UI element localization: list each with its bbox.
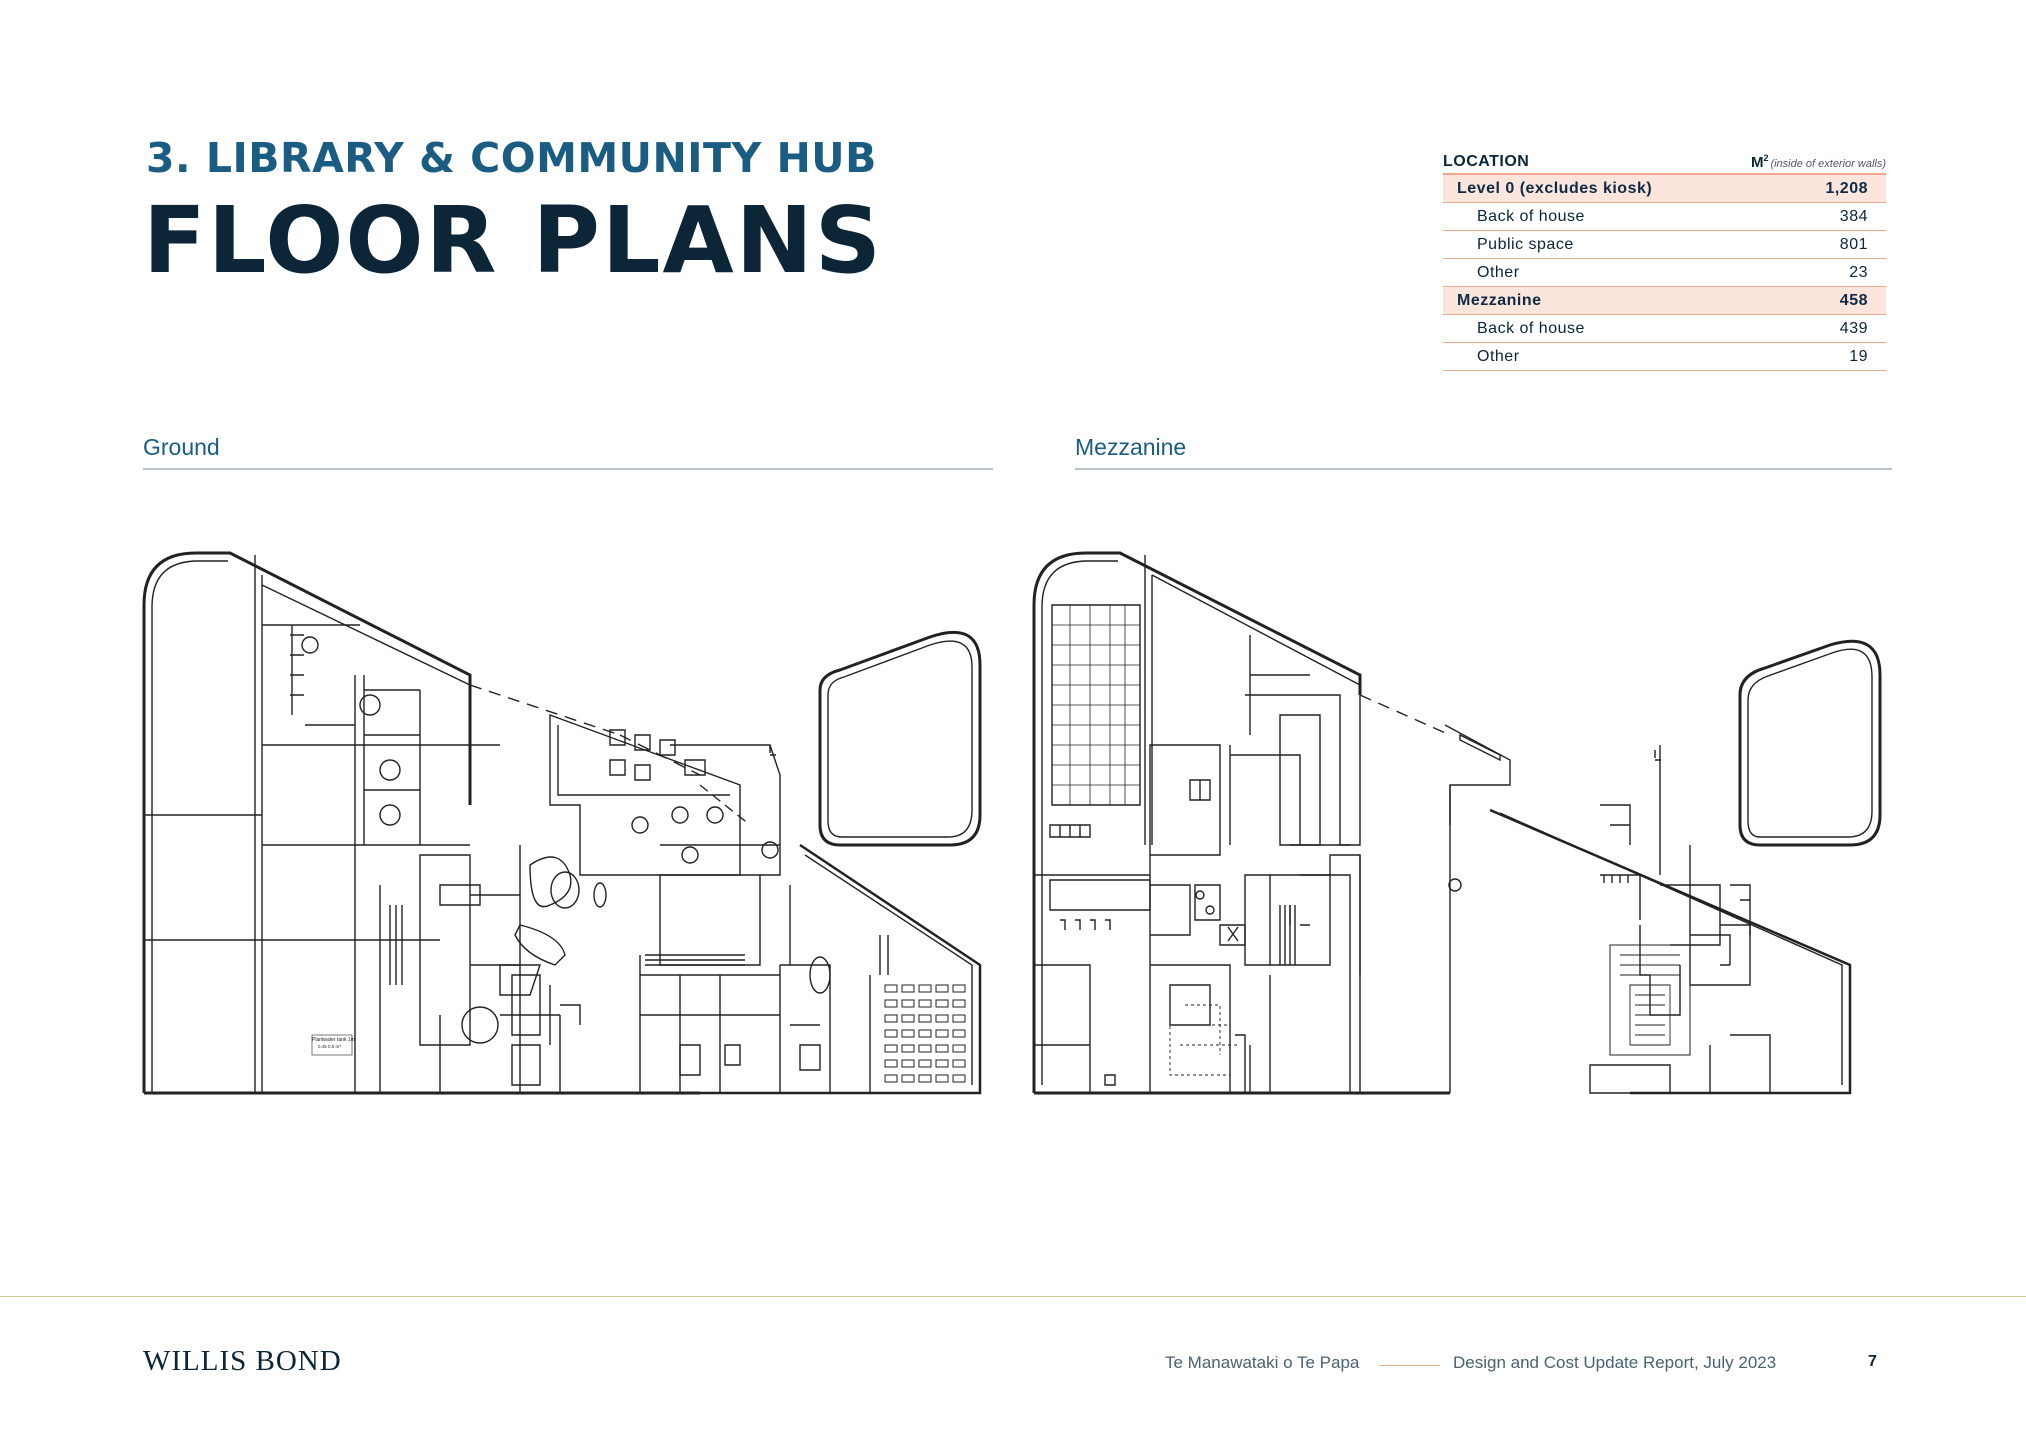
brand-logo: WILLIS BOND [143,1345,342,1377]
footer-separator-line [1380,1365,1440,1366]
row-label: Other [1477,263,1520,281]
row-label: Other [1477,347,1520,365]
page-number: 7 [1868,1353,1877,1370]
table-row: Other 19 [1443,343,1886,371]
row-value: 19 [1849,347,1868,365]
row-value: 1,208 [1825,179,1868,197]
row-value: 23 [1849,263,1868,281]
mezzanine-plan-label: Mezzanine [1075,434,1187,460]
table-row-level0: Level 0 (excludes kiosk) 1,208 [1443,175,1886,203]
area-note: (inside of exterior walls) [1770,158,1886,170]
mezzanine-floor-plan [1032,551,1882,1095]
plant-room-label: Plantwater tank 1m [312,1037,355,1043]
report-name: Design and Cost Update Report, July 2023 [1453,1353,1777,1372]
section-subtitle: 3. LIBRARY & COMMUNITY HUB [146,134,877,182]
mezzanine-divider [1075,468,1892,470]
area-unit-superscript: 2 [1763,153,1769,163]
area-column-header: M2(inside of exterior walls) [1751,153,1886,171]
ground-divider [143,468,993,470]
footer-divider [0,1296,2026,1297]
row-value: 801 [1839,235,1868,253]
row-value: 439 [1839,319,1868,337]
table-row: Public space 801 [1443,231,1886,259]
row-label: Public space [1477,235,1574,253]
project-name: Te Manawataki o Te Papa [1165,1353,1360,1372]
row-label: Mezzanine [1457,291,1542,309]
page-title: FLOOR PLANS [143,187,883,294]
row-value: 384 [1839,207,1868,225]
table-header: LOCATION M2(inside of exterior walls) [1443,145,1886,175]
table-row-mezzanine: Mezzanine 458 [1443,287,1886,315]
table-row: Other 23 [1443,259,1886,287]
plant-room-sublabel: 0.45 0.5 m³ [318,1044,341,1049]
area-unit: M [1750,154,1764,171]
table-row: Back of house 384 [1443,203,1886,231]
ground-plan-label: Ground [143,434,220,460]
row-value: 458 [1839,291,1868,309]
table-row: Back of house 439 [1443,315,1886,343]
area-table: LOCATION M2(inside of exterior walls) Le… [1443,145,1886,371]
ground-floor-plan: Plantwater tank 1m 0.45 0.5 m³ [142,551,982,1095]
location-column-header: LOCATION [1443,153,1530,170]
row-label: Level 0 (excludes kiosk) [1457,179,1653,197]
row-label: Back of house [1477,207,1585,225]
row-label: Back of house [1477,319,1585,337]
